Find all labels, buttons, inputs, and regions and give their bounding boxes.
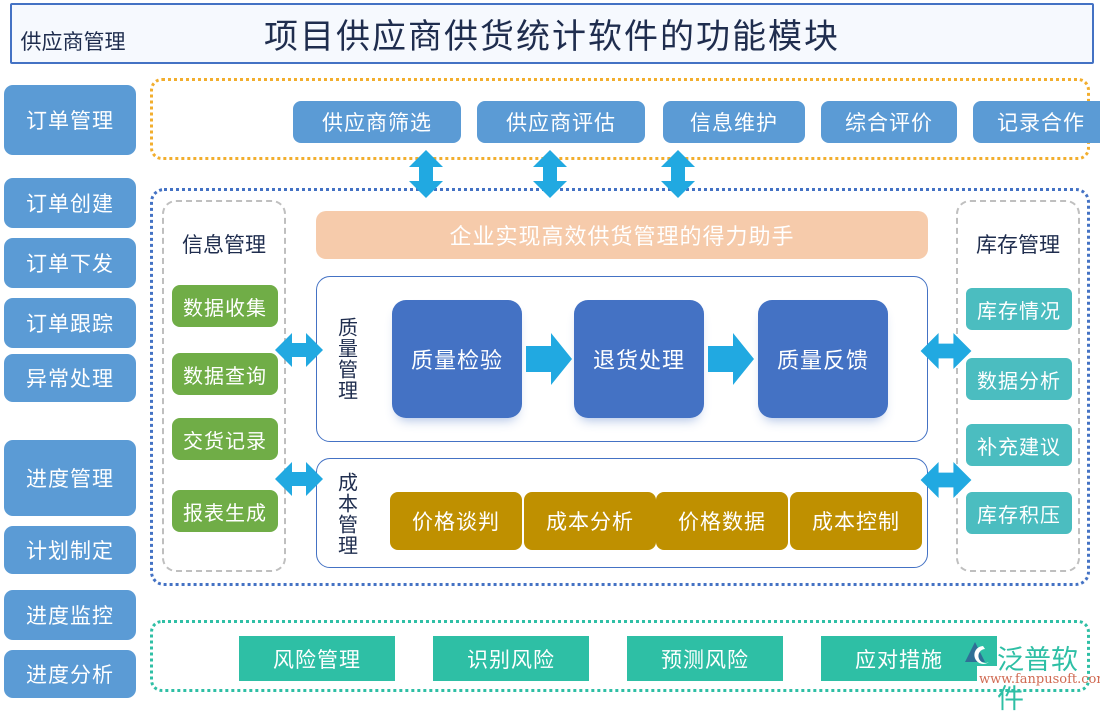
sidebar-item-1[interactable]: 订单管理 (4, 85, 136, 155)
risk-pill-3[interactable]: 预测风险 (627, 636, 783, 681)
quality-box-3[interactable]: 质量反馈 (758, 300, 888, 418)
horizontal-double-arrow-icon-left-1 (275, 333, 323, 367)
cost-box-4[interactable]: 成本控制 (790, 492, 922, 550)
risk-management-region: 风险管理识别风险预测风险应对措施 (150, 620, 1090, 692)
sidebar-item-7[interactable]: 计划制定 (4, 526, 136, 574)
watermark: 泛普软件 www.fanpusoft.com (963, 634, 1100, 715)
cost-box-2[interactable]: 成本分析 (524, 492, 656, 550)
hero-banner: 企业实现高效供货管理的得力助手 (316, 211, 928, 259)
information-pill-2[interactable]: 数据查询 (172, 353, 278, 395)
brand-url: www.fanpusoft.com (979, 672, 1100, 687)
sidebar-item-9[interactable]: 进度分析 (4, 650, 136, 698)
cost-box-1[interactable]: 价格谈判 (390, 492, 522, 550)
cost-box-3[interactable]: 价格数据 (656, 492, 788, 550)
supplier-pill-2[interactable]: 供应商评估 (477, 101, 645, 143)
inventory-pill-1[interactable]: 库存情况 (966, 288, 1072, 330)
horizontal-double-arrow-icon-right-1 (920, 333, 972, 369)
information-pill-3[interactable]: 交货记录 (172, 418, 278, 460)
flow-chevron-icon-2 (708, 333, 754, 385)
sidebar-item-3[interactable]: 订单下发 (4, 238, 136, 288)
quality-management-title: 质量管理 (334, 317, 359, 401)
information-management-title: 信息管理 (182, 233, 266, 257)
sidebar-item-2[interactable]: 订单创建 (4, 178, 136, 228)
information-management-panel (162, 200, 286, 572)
inventory-pill-3[interactable]: 补充建议 (966, 424, 1072, 466)
quality-box-1[interactable]: 质量检验 (392, 300, 522, 418)
risk-pill-4[interactable]: 应对措施 (821, 636, 977, 681)
supplier-pill-5[interactable]: 记录合作 (973, 101, 1100, 143)
sidebar-item-8[interactable]: 进度监控 (4, 590, 136, 640)
inventory-pill-4[interactable]: 库存积压 (966, 492, 1072, 534)
supplier-management-label: 供应商管理 (20, 30, 126, 54)
flow-chevron-icon-1 (526, 333, 572, 385)
diagram-canvas: 项目供应商供货统计软件的功能模块 供应商筛选供应商评估信息维护综合评价记录合作 … (4, 3, 1100, 715)
information-pill-4[interactable]: 报表生成 (172, 490, 278, 532)
information-pill-1[interactable]: 数据收集 (172, 285, 278, 327)
sidebar-item-6[interactable]: 进度管理 (4, 440, 136, 516)
vertical-double-arrow-icon-3 (661, 150, 695, 198)
brand-logo-icon (963, 636, 997, 666)
inventory-management-title: 库存管理 (976, 233, 1060, 257)
vertical-double-arrow-icon-2 (533, 150, 567, 198)
sidebar-item-5[interactable]: 异常处理 (4, 354, 136, 402)
inventory-management-panel (956, 200, 1080, 572)
cost-management-title: 成本管理 (334, 472, 359, 556)
supplier-pill-3[interactable]: 信息维护 (663, 101, 805, 143)
vertical-double-arrow-icon-1 (409, 150, 443, 198)
risk-pill-1[interactable]: 风险管理 (239, 636, 395, 681)
page-title-banner: 项目供应商供货统计软件的功能模块 (10, 3, 1094, 64)
horizontal-double-arrow-icon-left-2 (275, 462, 323, 496)
supplier-pill-4[interactable]: 综合评价 (821, 101, 957, 143)
page-title: 项目供应商供货统计软件的功能模块 (264, 17, 840, 57)
core-region (150, 188, 1090, 586)
horizontal-double-arrow-icon-right-2 (920, 462, 972, 498)
quality-box-2[interactable]: 退货处理 (574, 300, 704, 418)
supplier-management-region: 供应商筛选供应商评估信息维护综合评价记录合作 (150, 78, 1100, 160)
sidebar-item-4[interactable]: 订单跟踪 (4, 298, 136, 348)
inventory-pill-2[interactable]: 数据分析 (966, 358, 1072, 400)
supplier-pill-1[interactable]: 供应商筛选 (293, 101, 461, 143)
risk-pill-2[interactable]: 识别风险 (433, 636, 589, 681)
